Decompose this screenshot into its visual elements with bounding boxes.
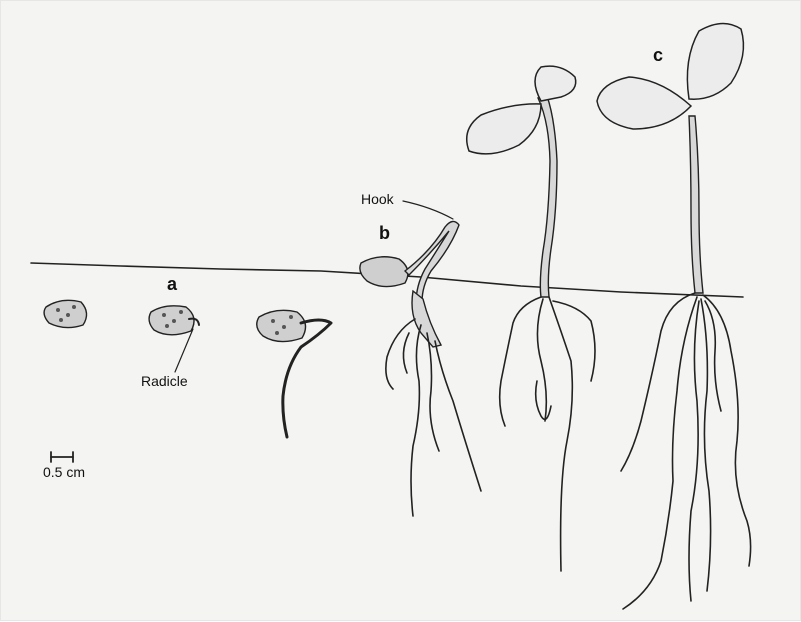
hook-pointer <box>403 201 453 219</box>
radicle-pointer <box>175 329 193 372</box>
stage-label-a: a <box>167 274 177 295</box>
seedling-stage-1 <box>44 300 86 327</box>
seedling-stage-c <box>597 23 751 609</box>
radicle-label: Radicle <box>141 373 188 389</box>
seedling-stage-5 <box>467 66 595 571</box>
scale-label: 0.5 cm <box>43 464 85 480</box>
stage-label-c: c <box>653 45 663 66</box>
stage-label-b: b <box>379 223 390 244</box>
seedling-stage-b <box>360 201 481 516</box>
scale-bar <box>51 452 73 462</box>
hook-label: Hook <box>361 191 394 207</box>
seedling-stage-a <box>149 306 199 372</box>
seedling-stage-3 <box>257 310 331 437</box>
